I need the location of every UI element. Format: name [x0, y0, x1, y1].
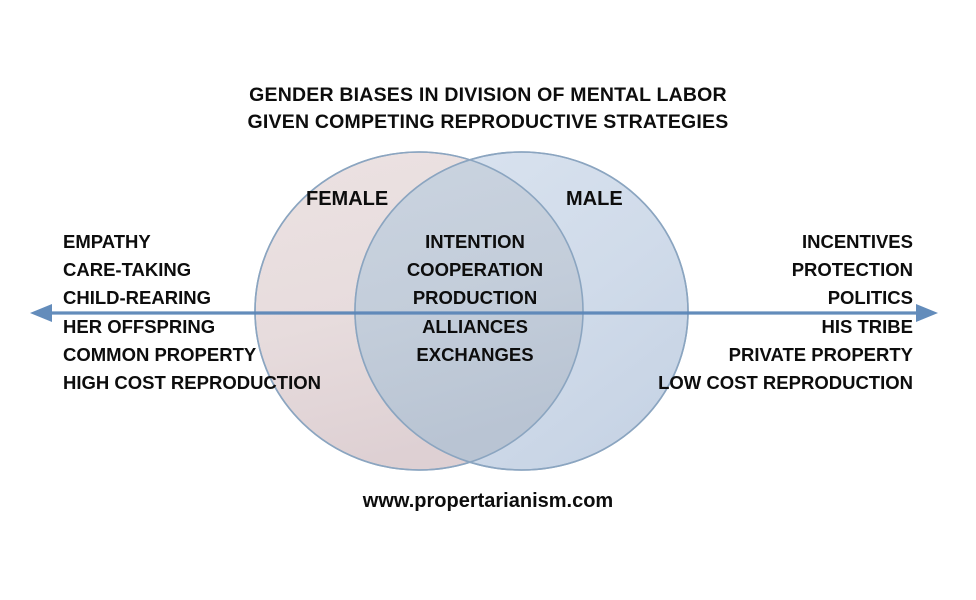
list-item: PRODUCTION — [412, 287, 538, 309]
female-traits-list: EMPATHY CARE-TAKING CHILD-REARING HER OF… — [63, 228, 321, 397]
title-line-2: GIVEN COMPETING REPRODUCTIVE STRATEGIES — [247, 111, 729, 133]
list-item: LOW COST REPRODUCTION — [658, 372, 913, 394]
shared-traits-list: INTENTION COOPERATION PRODUCTION ALLIANC… — [375, 228, 575, 369]
title-line-1: GENDER BIASES IN DIVISION OF MENTAL LABO… — [249, 84, 727, 106]
intersection-region — [355, 152, 583, 470]
list-item: PRIVATE PROPERTY — [728, 343, 913, 365]
list-item: ALLIANCES — [422, 315, 528, 337]
list-item: PROTECTION — [791, 259, 913, 281]
list-item: COOPERATION — [406, 259, 544, 281]
male-traits-list: INCENTIVES PROTECTION POLITICS HIS TRIBE… — [658, 228, 913, 397]
list-item: HIS TRIBE — [821, 315, 913, 337]
horizontal-axis-arrow-icon — [30, 304, 938, 322]
diagram-title: GENDER BIASES IN DIVISION OF MENTAL LABO… — [0, 82, 976, 136]
arrow-head-left-icon — [30, 304, 52, 322]
list-item: HER OFFSPRING — [63, 315, 216, 337]
list-item: CHILD-REARING — [63, 287, 211, 309]
list-item: POLITICS — [827, 287, 913, 309]
list-item: CARE-TAKING — [63, 259, 192, 281]
list-item: COMMON PROPERTY — [63, 343, 257, 365]
source-url: www.propertarianism.com — [362, 490, 614, 512]
list-item: EXCHANGES — [416, 343, 534, 365]
list-item: HIGH COST REPRODUCTION — [63, 372, 321, 394]
male-circle-outline — [354, 151, 689, 471]
female-circle-outline — [254, 151, 584, 471]
arrow-head-right-icon — [916, 304, 938, 322]
list-item: EMPATHY — [63, 231, 151, 252]
list-item: INCENTIVES — [801, 231, 913, 252]
female-set-label: FEMALE — [306, 188, 389, 210]
list-item: INTENTION — [425, 231, 525, 252]
male-set-label: MALE — [566, 188, 623, 210]
